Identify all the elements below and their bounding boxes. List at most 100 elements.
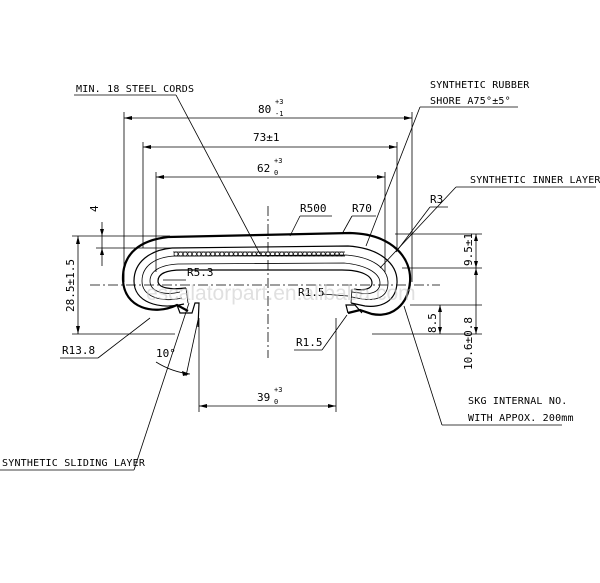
steel-cord [215, 251, 220, 257]
arrow [328, 404, 336, 408]
label-inner-layers-leader [379, 186, 457, 269]
radius-r1-5-lower: R1.5 [296, 336, 323, 349]
steel-cord [270, 251, 275, 257]
dim-inner-base: 62 [257, 162, 270, 175]
steel-cord [178, 251, 183, 257]
steel-cord [302, 251, 308, 257]
arrow [124, 116, 132, 120]
dim-outer-sub: -1 [275, 110, 283, 118]
steel-cord [274, 251, 280, 257]
dim-right-top: 9.5±1 [462, 233, 475, 266]
outer-contour [121, 231, 412, 316]
steel-cord [325, 251, 331, 257]
radius-r5-3: R5.3 [187, 266, 214, 279]
steel-cord [311, 251, 317, 257]
steel-cord [279, 251, 285, 257]
arrow [474, 261, 478, 268]
dim-right-lip: 8.5 [426, 313, 439, 333]
label-skg-line1: SKG INTERNAL NO. [468, 396, 568, 407]
arrow [143, 145, 151, 149]
radius-r500-leader [289, 215, 301, 237]
steel-cord [196, 251, 202, 257]
left-dimensions: 28.5±1.5 4 [64, 205, 175, 335]
steel-cord [242, 251, 248, 257]
radius-r70: R70 [352, 202, 372, 215]
steel-cord [201, 251, 206, 257]
steel-cord [173, 251, 179, 257]
watermark: escalatorpart.en.alibaba.com [146, 282, 416, 305]
steel-cord [316, 251, 321, 257]
steel-cord [247, 251, 252, 257]
label-skg-leader [403, 305, 443, 426]
steel-cord [334, 251, 340, 257]
steel-cord [307, 251, 312, 257]
steel-cord [288, 251, 294, 257]
arrow [438, 327, 442, 334]
arrow [76, 236, 80, 244]
inner-contour-1 [133, 245, 398, 307]
label-inner-layers: SYNTHETIC INNER LAYERS [470, 175, 600, 186]
radii: R500 R70 R3 R5.3 R1.5 R1.5 R13.8 [60, 193, 448, 359]
left-lip [176, 302, 200, 328]
steel-cord [293, 251, 298, 257]
inner-contour-3 [149, 262, 381, 294]
arrow [199, 404, 207, 408]
inner-layers [133, 245, 398, 307]
arrow [182, 371, 190, 376]
label-rubber-leader [365, 106, 421, 247]
centre-lines [90, 206, 440, 358]
label-steel-cords-leader [175, 94, 261, 255]
steel-cord [233, 251, 239, 257]
radius-r1-5-lower-leader [321, 314, 348, 351]
radius-r13-8-leader [97, 317, 151, 359]
steel-cord [339, 251, 344, 257]
steel-cord [187, 251, 193, 257]
steel-cord [224, 251, 229, 257]
dim-right-total: 10.6±0.8 [462, 317, 475, 370]
steel-cord [238, 251, 243, 257]
dim-height: 28.5±1.5 [64, 259, 77, 312]
right-lip [345, 304, 363, 314]
radius-r13-8: R13.8 [62, 344, 95, 357]
dim-opening-sup: +3 [274, 386, 282, 394]
right-dimensions: 9.5±1 8.5 10.6±0.8 [372, 233, 482, 370]
label-steel-cords: MIN. 18 STEEL CORDS [76, 84, 194, 95]
arrow [377, 175, 385, 179]
dim-opening-sub: 0 [274, 398, 278, 406]
arrow [389, 145, 397, 149]
label-sliding-layer: SYNTHETIC SLIDING LAYER [2, 458, 146, 469]
sliding-layer-ends [185, 287, 353, 304]
steel-cord [261, 251, 266, 257]
dim-outer-base: 80 [258, 103, 271, 116]
arrow [76, 326, 80, 334]
steel-cord [320, 251, 326, 257]
arrow [474, 268, 478, 275]
arrow [438, 305, 442, 312]
radius-r3: R3 [430, 193, 443, 206]
radius-r500: R500 [300, 202, 327, 215]
steel-cord [182, 251, 188, 257]
steel-cord [192, 251, 197, 257]
arrow [474, 327, 478, 334]
steel-cord [297, 251, 303, 257]
angle-leg [185, 319, 199, 377]
arrow [100, 229, 104, 236]
label-skg-line2: WITH APPOX. 200mm [468, 413, 574, 424]
width-dimensions: 80 +3 -1 73±1 62 +3 0 [123, 98, 413, 282]
steel-cord [219, 251, 225, 257]
arrow [156, 175, 164, 179]
opening-dimension: 39 +3 0 [198, 318, 337, 412]
steel-cord [330, 251, 335, 257]
dim-outer-sup: +3 [275, 98, 283, 106]
inner-contour-2 [141, 254, 389, 300]
label-rubber-line2: SHORE A75°±5° [430, 96, 511, 107]
steel-cord [205, 251, 211, 257]
label-rubber-line1: SYNTHETIC RUBBER [430, 80, 530, 91]
arrow [100, 248, 104, 255]
dim-opening-base: 39 [257, 391, 270, 404]
arrow [404, 116, 412, 120]
dim-inner-sup: +3 [274, 157, 282, 165]
steel-cord [228, 251, 234, 257]
dim-thickness: 4 [88, 205, 101, 212]
